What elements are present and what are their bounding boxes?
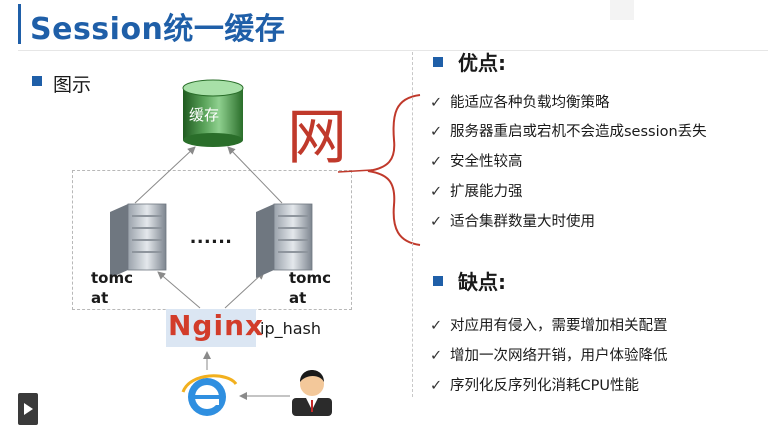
tomcat-right-label: tomcat — [289, 269, 331, 307]
check-icon: ✓ — [430, 348, 443, 364]
arrow-server-to-cache-right — [227, 146, 283, 204]
slide-title: Session统一缓存 — [30, 12, 286, 47]
cons-item: ✓增加一次网络开销，用户体验降低 — [430, 348, 668, 364]
check-icon: ✓ — [430, 124, 443, 140]
check-icon: ✓ — [430, 318, 443, 334]
pros-item: ✓适合集群数量大时使用 — [430, 214, 595, 230]
check-icon: ✓ — [430, 184, 443, 200]
title-accent-bar — [18, 4, 21, 44]
bullet-square — [32, 76, 42, 86]
cons-item: ✓对应用有侵入，需要增加相关配置 — [430, 318, 668, 334]
check-icon: ✓ — [430, 95, 443, 111]
handwritten-stroke — [337, 169, 373, 173]
pros-item: ✓扩展能力强 — [430, 184, 523, 200]
play-button[interactable] — [18, 393, 38, 425]
pros-bullet — [433, 57, 443, 67]
pros-title: 优点: — [458, 51, 506, 75]
tomcat-left-label: tomcat — [91, 269, 133, 307]
arrow-server-to-cache-left — [134, 146, 196, 204]
cons-item: ✓序列化反序列化消耗CPU性能 — [430, 378, 639, 394]
pros-item: ✓服务器重启或宕机不会造成session丢失 — [430, 124, 707, 140]
arrow-nginx-to-server-left — [157, 271, 201, 309]
arrow-nginx-to-server-right — [224, 271, 265, 309]
more-servers-ellipsis: ...... — [190, 223, 233, 248]
server-left-icon — [110, 203, 167, 278]
check-icon: ✓ — [430, 154, 443, 170]
nginx-box — [166, 309, 256, 347]
pros-item: ✓安全性较高 — [430, 154, 523, 170]
nginx-label: Nginx — [168, 309, 265, 342]
check-icon: ✓ — [430, 214, 443, 230]
ip-hash-label: ip_hash — [260, 319, 322, 338]
browser-icon — [181, 374, 238, 416]
play-icon — [24, 403, 33, 415]
user-avatar-icon — [292, 370, 332, 416]
cache-cylinder-icon — [182, 79, 244, 147]
cons-bullet — [433, 276, 443, 286]
cache-label: 缓存 — [189, 106, 220, 124]
corner-mark — [610, 0, 634, 20]
check-icon: ✓ — [430, 378, 443, 394]
pros-item: ✓能适应各种负载均衡策略 — [430, 95, 610, 111]
section-divider — [412, 52, 413, 397]
title-divider — [18, 50, 768, 51]
server-right-icon — [256, 203, 313, 278]
handwritten-annotation: 网 — [287, 103, 347, 173]
diagram-section-label: 图示 — [53, 74, 92, 96]
cons-title: 缺点: — [458, 270, 506, 294]
